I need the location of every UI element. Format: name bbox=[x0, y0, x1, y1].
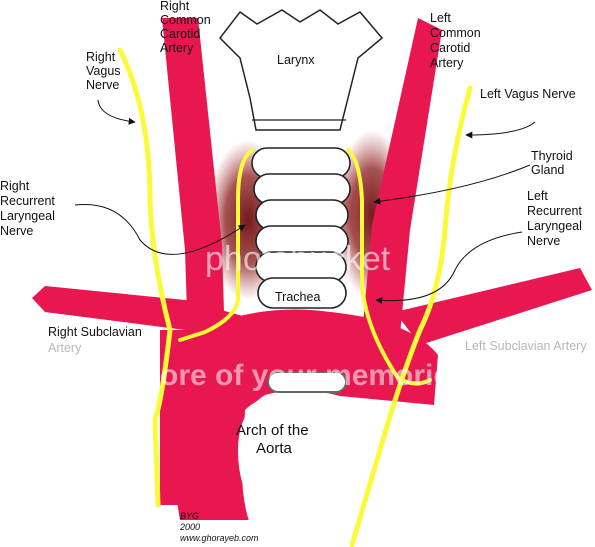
label-arrows bbox=[74, 99, 536, 304]
right-common-carotid-artery bbox=[162, 18, 225, 345]
aortic-arch bbox=[168, 309, 438, 520]
label-left-common-carotid: Left Common Carotid Artery bbox=[430, 11, 484, 70]
left-subclavian-artery bbox=[395, 268, 592, 345]
labels: Right Common Carotid Artery Larynx Left … bbox=[0, 0, 587, 543]
trachea-lower-ring bbox=[267, 371, 347, 393]
label-left-subclavian: Left Subclavian Artery bbox=[465, 339, 587, 353]
trachea bbox=[251, 147, 351, 309]
label-arch-of-aorta: Arch of the Aorta bbox=[236, 422, 313, 457]
label-right-recurrent: Right Recurrent Laryngeal Nerve bbox=[0, 179, 58, 238]
right-subclavian-artery bbox=[32, 286, 250, 350]
larynx bbox=[219, 9, 384, 131]
label-right-subclavian: Right Subclavian Artery bbox=[48, 323, 146, 355]
watermark-text: ore of your memories bbox=[160, 359, 467, 392]
arch-inner bbox=[242, 391, 350, 547]
right-vagus-nerve bbox=[117, 47, 173, 508]
left-recurrent-laryngeal-nerve bbox=[346, 148, 432, 386]
label-thyroid-gland: Thyroid Gland bbox=[531, 149, 576, 177]
left-common-carotid-artery bbox=[362, 18, 442, 335]
label-trachea: Trachea bbox=[275, 290, 320, 304]
watermark-word: photobucket bbox=[205, 240, 391, 278]
label-right-vagus: Right Vagus Nerve bbox=[86, 50, 124, 92]
label-larynx: Larynx bbox=[277, 53, 315, 67]
label-right-common-carotid: Right Common Carotid Artery bbox=[160, 0, 214, 55]
left-vagus-nerve bbox=[349, 85, 473, 547]
right-recurrent-laryngeal-nerve bbox=[178, 148, 254, 342]
label-left-vagus: Left Vagus Nerve bbox=[480, 87, 576, 101]
label-credit: BYG 2000 www.ghorayeb.com bbox=[179, 511, 259, 543]
label-left-recurrent: Left Recurrent Laryngeal Nerve bbox=[527, 189, 585, 248]
